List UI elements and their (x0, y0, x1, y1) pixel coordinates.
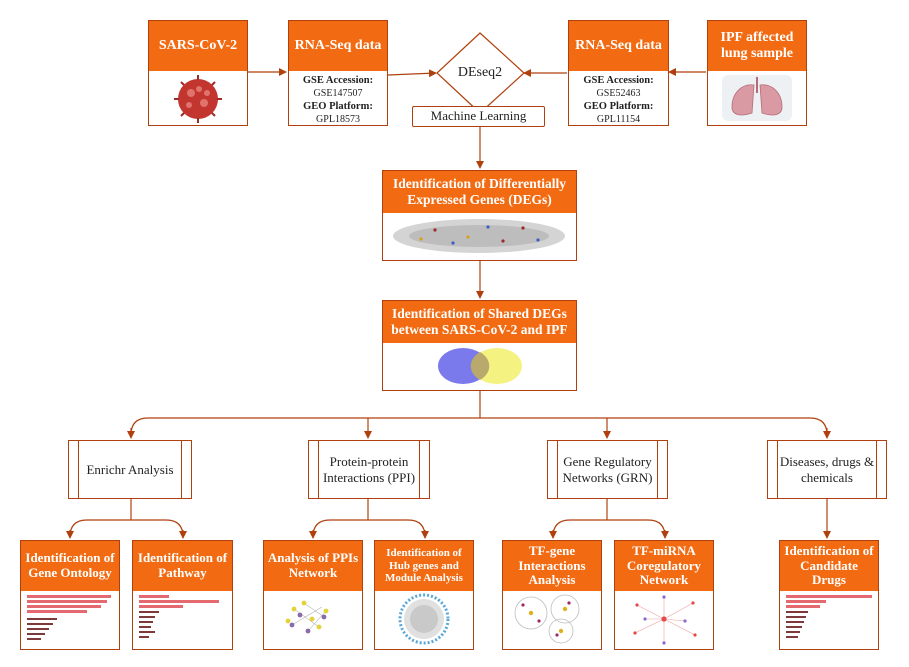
tfgene-box: TF-gene Interactions Analysis (502, 540, 602, 650)
machine-learning-label: Machine Learning (430, 108, 527, 124)
tfmirna-network-image (633, 595, 697, 645)
ppi-label: Protein-protein Interactions (PPI) (322, 453, 416, 485)
ppi-box: Protein-protein Interactions (PPI) (308, 440, 430, 499)
tfgene-network-image (514, 594, 580, 644)
tfmirna-box: TF-miRNA Coregulatory Network (614, 540, 714, 650)
ppi-network-image (285, 600, 329, 634)
shared-degs-title: Identification of Shared DEGs between SA… (383, 301, 576, 343)
rna-right-plat-value: GPL11154 (596, 113, 641, 125)
drugs-title: Identification of Candidate Drugs (780, 541, 878, 591)
rna-right-acc-label: GSE Accession: (583, 75, 654, 86)
rna-seq-left-box: RNA-Seq data GSE Accession: GSE147507 GE… (288, 20, 388, 126)
hub-network-image (398, 593, 450, 645)
rna-right-plat-label: GEO Platform: (583, 101, 654, 112)
rna-left-acc-label: GSE Accession: (302, 75, 374, 86)
pathway-title: Identification of Pathway (133, 541, 232, 591)
rna-left-plat-value: GPL18573 (316, 113, 360, 125)
ddc-label: Diseases, drugs & chemicals (779, 453, 875, 485)
virus-image (174, 75, 222, 123)
rna-seq-right-title: RNA-Seq data (569, 21, 668, 71)
tfmirna-title: TF-miRNA Coregulatory Network (615, 541, 713, 591)
tfgene-title: TF-gene Interactions Analysis (503, 541, 601, 591)
drugs-box: Identification of Candidate Drugs (779, 540, 879, 650)
pathway-box: Identification of Pathway (132, 540, 233, 650)
ipf-sample-title: IPF affected lung sample (708, 21, 806, 71)
machine-learning-box: Machine Learning (412, 106, 545, 127)
enrichr-analysis-box: Enrichr Analysis (68, 440, 192, 499)
degs-box: Identification of Differentially Express… (382, 170, 577, 261)
lung-image (722, 75, 792, 121)
ipf-sample-box: IPF affected lung sample (707, 20, 807, 126)
pathway-bar-chart (139, 595, 219, 638)
split-grn (552, 519, 666, 538)
ddc-box: Diseases, drugs & chemicals (767, 440, 887, 499)
degs-title: Identification of Differentially Express… (383, 171, 576, 213)
grn-box: Gene Regulatory Networks (GRN) (547, 440, 668, 499)
arrow-rna-to-deseq (387, 69, 437, 78)
rna-right-acc-value: GSE52463 (596, 87, 641, 99)
rna-left-plat-label: GEO Platform: (303, 101, 373, 112)
go-bar-chart (27, 595, 111, 640)
shared-degs-box: Identification of Shared DEGs between SA… (382, 300, 577, 391)
rna-seq-left-title: RNA-Seq data (289, 21, 387, 71)
degs-network-image (393, 219, 565, 253)
deseq-label: DEseq2 (457, 64, 503, 80)
rna-left-acc-value: GSE147507 (313, 87, 363, 99)
drugs-bar-chart (786, 595, 872, 638)
venn-diagram (438, 348, 522, 384)
hub-title: Identification of Hub genes and Module A… (375, 541, 473, 591)
hub-box: Identification of Hub genes and Module A… (374, 540, 474, 650)
split-enrichr (69, 519, 184, 538)
grn-label: Gene Regulatory Networks (GRN) (562, 453, 653, 485)
ppin-title: Analysis of PPIs Network (264, 541, 362, 591)
enrichr-analysis-label: Enrichr Analysis (86, 461, 174, 477)
rna-seq-right-box: RNA-Seq data GSE Accession: GSE52463 GEO… (568, 20, 669, 126)
sars-cov2-title: SARS-CoV-2 (149, 21, 247, 71)
go-title: Identification of Gene Ontology (21, 541, 119, 591)
go-box: Identification of Gene Ontology (20, 540, 120, 650)
split-ppi (312, 519, 426, 538)
sars-cov2-box: SARS-CoV-2 (148, 20, 248, 126)
ppin-box: Analysis of PPIs Network (263, 540, 363, 650)
branch-line (130, 417, 828, 436)
